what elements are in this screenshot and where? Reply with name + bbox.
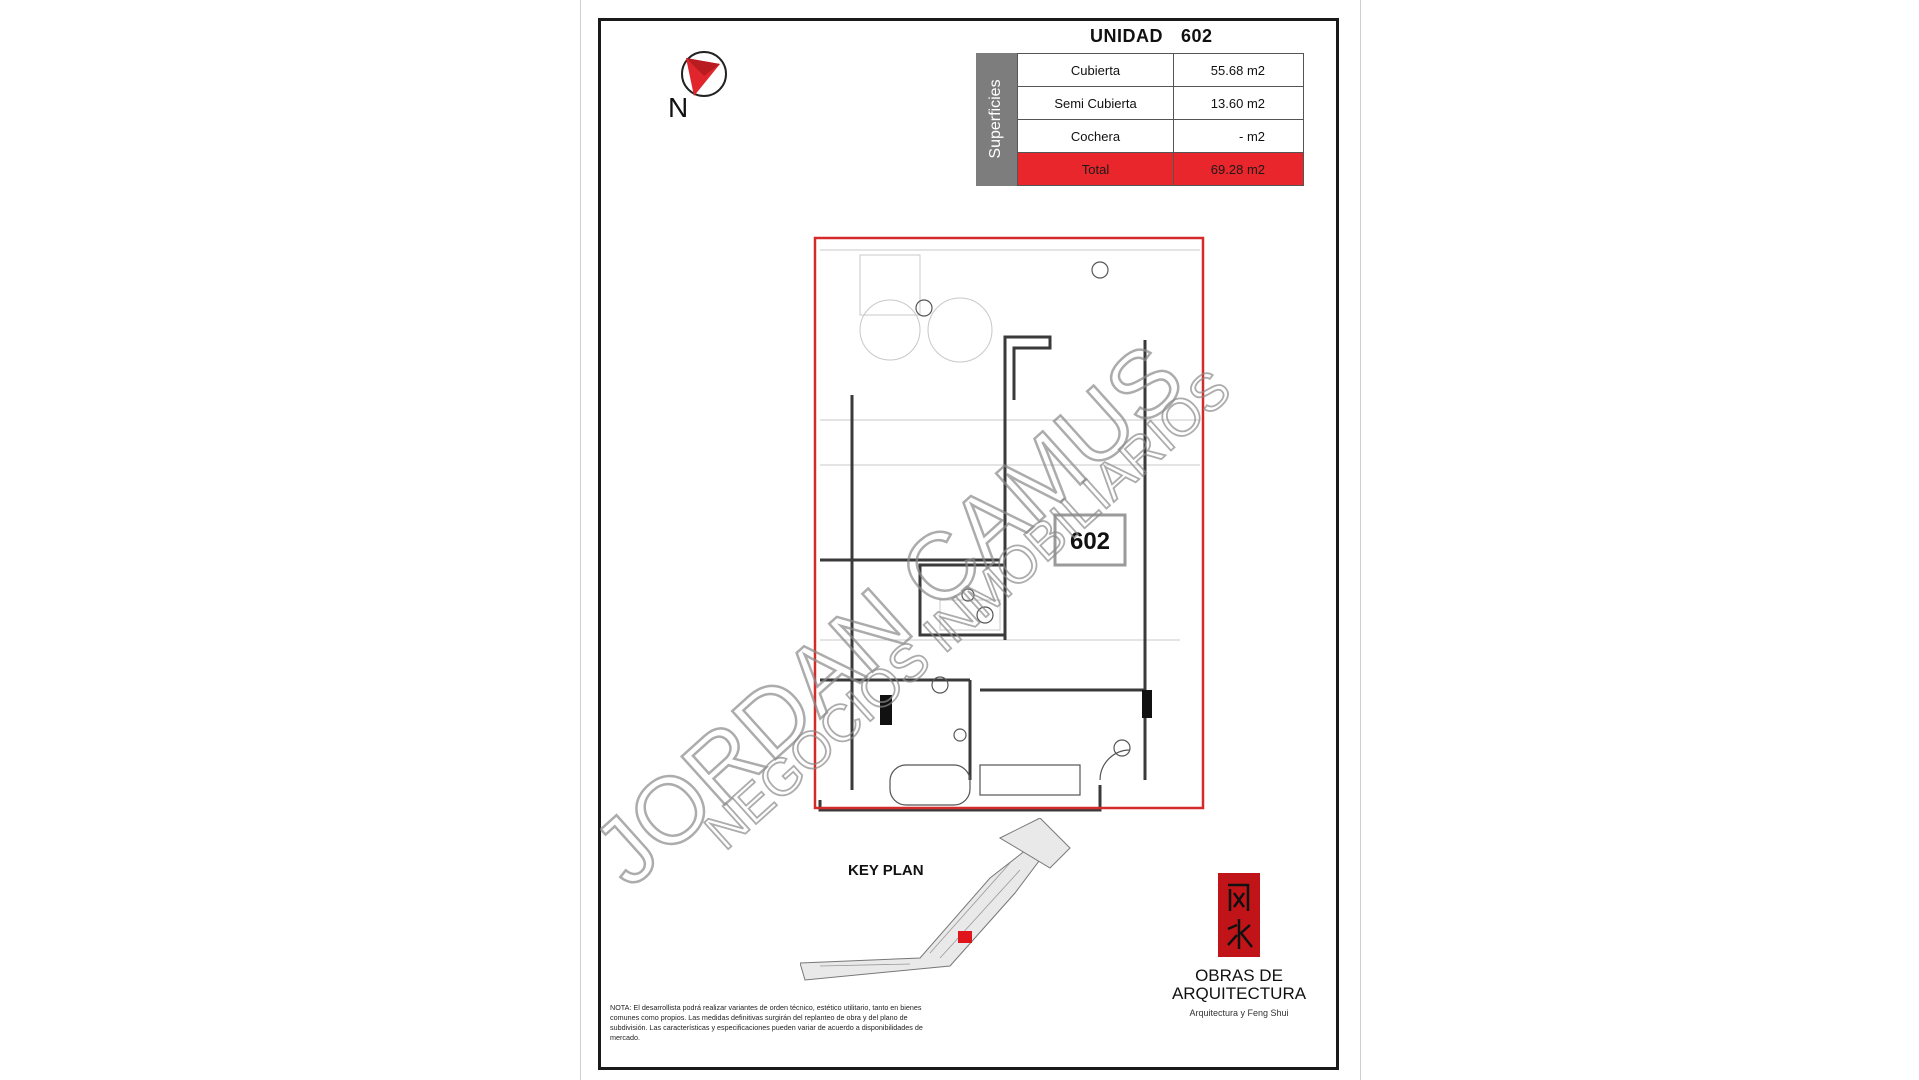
table-row: Cubierta 55.68 m2: [1017, 53, 1304, 87]
table-row: Semi Cubierta 13.60 m2: [1017, 86, 1304, 120]
logo-text-line2: ARQUITECTURA: [1171, 984, 1307, 1003]
key-plan-label: KEY PLAN: [848, 862, 924, 879]
unit-number: 602: [1181, 26, 1213, 46]
unit-tag: 602: [1070, 528, 1110, 555]
total-value: 69.28 m2: [1173, 152, 1304, 186]
surface-label: Cubierta: [1017, 53, 1174, 87]
surfaces-side-label: Superficies: [987, 79, 1004, 159]
surface-value: 13.60 m2: [1173, 86, 1304, 120]
surfaces-grid: Cubierta 55.68 m2 Semi Cubierta 13.60 m2…: [1017, 53, 1304, 186]
key-plan-highlight: [958, 931, 972, 943]
key-plan-drawing: [800, 818, 1071, 981]
feng-shui-logo: [1218, 873, 1260, 957]
floor-plan: 602: [813, 236, 1205, 812]
surface-label: Cochera: [1017, 119, 1174, 153]
north-arrow-icon: [681, 51, 727, 97]
surfaces-side-bar: Superficies: [976, 53, 1017, 186]
unit-label: UNIDAD: [1090, 26, 1163, 46]
disclaimer-note: NOTA: El desarrollista podrá realizar va…: [610, 1003, 923, 1042]
total-label: Total: [1017, 152, 1174, 186]
surface-value: - m2: [1173, 119, 1304, 153]
total-row: Total 69.28 m2: [1017, 152, 1304, 186]
unit-title: UNIDAD 602: [1090, 26, 1213, 47]
surfaces-table: Superficies Cubierta 55.68 m2 Semi Cubie…: [976, 53, 1304, 186]
surface-label: Semi Cubierta: [1017, 86, 1174, 120]
logo-text-line1: OBRAS DE: [1195, 966, 1283, 985]
sheet-border: [598, 18, 1339, 1070]
north-label: N: [668, 92, 689, 123]
table-row: Cochera - m2: [1017, 119, 1304, 153]
logo-subtitle: Arquitectura y Feng Shui: [1189, 1008, 1289, 1018]
feng-shui-glyph-icon: [1227, 883, 1253, 949]
surface-value: 55.68 m2: [1173, 53, 1304, 87]
